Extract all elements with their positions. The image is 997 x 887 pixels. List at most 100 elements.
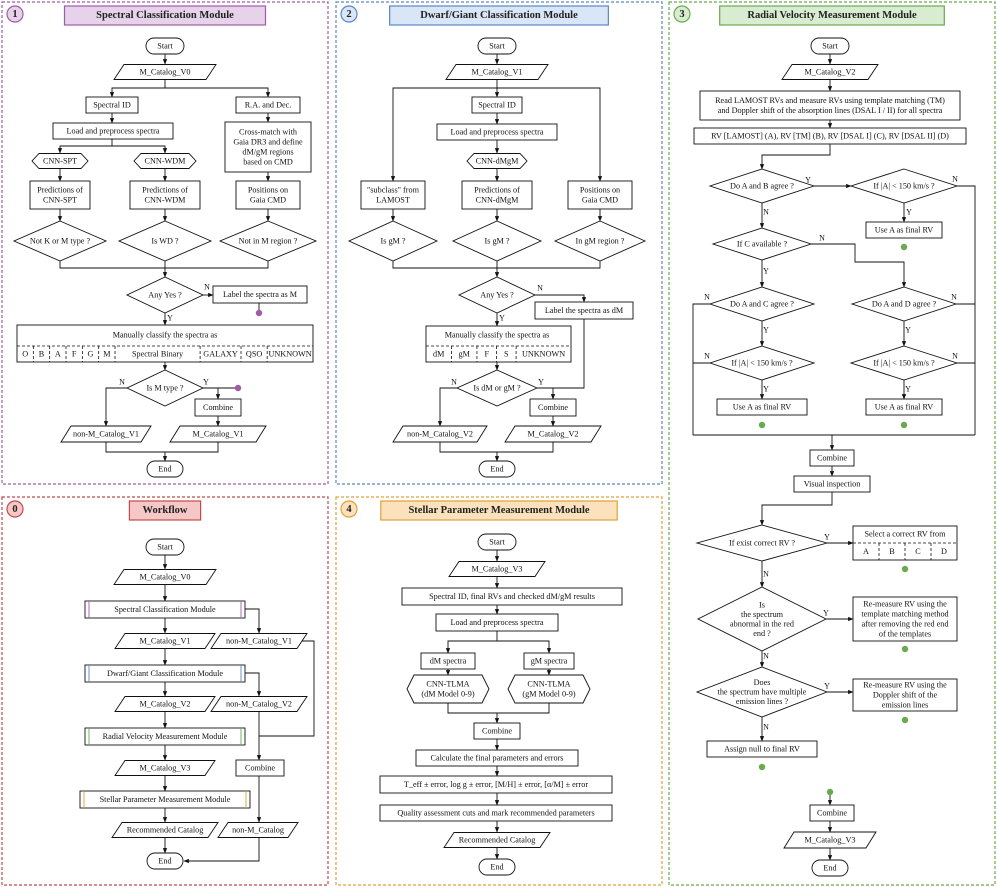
m3-q-abn-label-line-2: the spectrum xyxy=(741,610,784,619)
m0-nonv1-to-combine xyxy=(259,640,315,737)
m1-label-m-label: Label the spectra as M xyxy=(223,290,298,299)
module-0-number-badge xyxy=(6,500,24,518)
m3-end-label: End xyxy=(823,864,836,873)
m4-catalog-in xyxy=(448,561,546,577)
m3-remeasure2-label-line-2: Doppler shift of the xyxy=(873,691,938,700)
m2-combine xyxy=(529,398,577,417)
m3-no-ac: N xyxy=(704,293,710,302)
m1-q-notm xyxy=(218,220,318,262)
m2-label-dm-label: Label the spectra as dM xyxy=(545,306,624,315)
m3-yes-abs3: Y xyxy=(905,385,911,394)
m2-cnn-label: CNN-dMgM xyxy=(476,157,519,166)
m3-q-ab xyxy=(708,168,816,204)
m3-q-exist-label: If exist correct RV ? xyxy=(729,539,795,548)
module-0-title-box xyxy=(128,500,202,521)
m3-remeasure1-label-line-1: Re-measure RV using the xyxy=(863,600,947,609)
m3-read-label-line-1: Read LAMOST RVs and measure RVs using te… xyxy=(715,96,945,105)
m2-q-dmgm-label: Is dM or gM ? xyxy=(473,384,521,393)
m2-label-dm xyxy=(534,301,634,320)
m3-dot-1 xyxy=(758,421,766,429)
m4-params-label: T_eff ± error, log g ± error, [M/H] ± er… xyxy=(404,780,588,789)
m2-end xyxy=(478,460,516,478)
m3-yes-ab: Y xyxy=(805,176,811,185)
m2-cnn xyxy=(466,153,528,169)
m4-quality xyxy=(379,804,613,822)
m3-q-abn-label-line-1: Is xyxy=(759,600,765,609)
m1-positions-label-line-1: Positions on xyxy=(248,186,288,195)
m2-q-dmgm xyxy=(455,369,539,407)
m1-class-cell-7: Spectral Binary xyxy=(132,350,184,359)
m4-arrow-to-gm xyxy=(497,640,552,654)
module-1-border xyxy=(1,1,329,485)
m3-no-exist: N xyxy=(763,570,769,579)
m2-positions-label-line-2: Gaia CMD xyxy=(582,196,618,205)
m3-yes-c: Y xyxy=(763,267,769,276)
m3-out xyxy=(783,831,877,849)
m0-v2 xyxy=(114,696,216,712)
m2-q-isgm1-label: Is gM ? xyxy=(380,237,405,246)
m2-subclass xyxy=(360,180,426,210)
m3-q-c-label: If C available ? xyxy=(737,240,788,249)
m3-use-a1-label: Use A as final RV xyxy=(875,226,934,235)
m1-pred-wdm xyxy=(129,180,201,210)
module-2-number: 2 xyxy=(346,9,351,20)
m3-q-abs1 xyxy=(849,168,959,204)
m2-no-any: N xyxy=(537,284,543,293)
m3-dot-2 xyxy=(900,421,908,429)
module-4-border xyxy=(335,496,663,886)
m3-no-abn: N xyxy=(763,652,769,661)
m2-out-nonm-label: non-M_Catalog_V2 xyxy=(407,430,473,439)
m2-pred xyxy=(461,180,533,210)
m4-tlma-gm xyxy=(507,674,591,704)
m3-use-a2 xyxy=(716,398,808,416)
m2-out-m xyxy=(504,425,602,443)
m3-q-ac-label: Do A and C agree ? xyxy=(730,300,794,309)
m1-q-iswd xyxy=(117,220,213,262)
m2-class-cell-2: gM xyxy=(459,350,471,359)
m3-remeasure1 xyxy=(852,596,958,642)
m2-q-ingm-label: In gM region ? xyxy=(576,237,625,246)
m4-dm xyxy=(420,652,476,670)
m3-select-label: Select a correct RV from xyxy=(864,530,946,539)
m1-crossmatch-label-line-3: dM/gM regions xyxy=(242,148,293,157)
m1-q-any-label: Any Yes ? xyxy=(148,291,182,300)
m3-use-a3-label: Use A as final RV xyxy=(875,403,934,412)
m0-end xyxy=(146,852,184,870)
module-3-number-badge xyxy=(673,5,691,23)
m4-end-label: End xyxy=(490,863,503,872)
m1-combine-label: Combine xyxy=(203,403,233,412)
m3-no-abs3: N xyxy=(952,352,958,361)
m3-remeasure1-label-line-3: after removing the red end xyxy=(862,620,949,629)
m3-catalog-in xyxy=(781,64,879,80)
m3-read-label-line-2: and Doppler shift of the absorption line… xyxy=(718,106,943,115)
m2-end-label: End xyxy=(490,465,503,474)
m1-crossmatch-label-line-2: Gaia DR3 and define xyxy=(233,138,303,147)
m0-mod4-label: Stellar Parameter Measurement Module xyxy=(100,795,231,804)
m3-q-ab-label: Do A and B agree ? xyxy=(730,182,794,191)
m1-positions-label-line-2: Gaia CMD xyxy=(250,196,286,205)
m2-arrow-any-no xyxy=(535,294,587,303)
m2-load xyxy=(436,123,558,141)
m1-arrow-to-radec xyxy=(165,87,271,98)
m3-q-abs2 xyxy=(708,345,816,381)
m1-class-cell-6: M xyxy=(103,350,111,359)
m4-rec-label: Recommended Catalog xyxy=(459,836,536,845)
m1-out-m-label: M_Catalog_V1 xyxy=(193,430,244,439)
m2-manual xyxy=(425,325,572,363)
m0-v3 xyxy=(114,760,216,776)
m2-catalog-in-label: M_Catalog_V1 xyxy=(472,68,523,77)
m3-q-ad-label: Do A and D agree ? xyxy=(872,300,937,309)
m3-q-ad xyxy=(850,286,958,322)
m3-remeasure1-label-line-2: template matching method xyxy=(861,610,948,619)
m3-rvlist xyxy=(693,127,967,145)
m1-merge-line xyxy=(59,261,269,269)
m3-assign-null-label: Assign null to final RV xyxy=(724,745,800,754)
m2-positions-label-line-1: Positions on xyxy=(580,186,620,195)
module-3-title: Radial Velocity Measurement Module xyxy=(747,10,917,21)
m2-class-cell-1: dM xyxy=(433,350,445,359)
m0-v3-label: M_Catalog_V3 xyxy=(140,764,191,773)
m2-arrow-to-subclass xyxy=(390,87,497,182)
m1-pred-wdm-label-line-2: CNN-WDM xyxy=(145,196,187,205)
m1-class-cell-5: G xyxy=(88,350,94,359)
m3-rvopt-cell-2: B xyxy=(889,547,895,556)
